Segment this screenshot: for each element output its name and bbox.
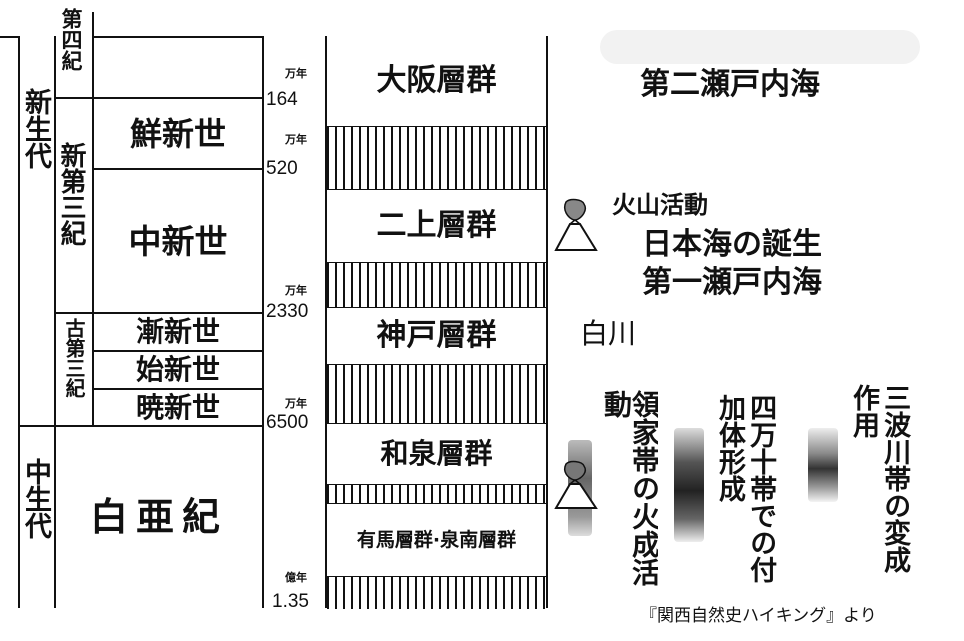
rule-top-left — [0, 36, 18, 38]
source-caption: 『関西自然史ハイキング』より — [640, 606, 877, 626]
activity-bar — [808, 428, 838, 502]
event-first-seto: 第一瀬戸内海 — [642, 265, 822, 300]
rule-oligocene-bottom — [92, 350, 262, 352]
unconformity-band — [327, 576, 546, 609]
period-quaternary: 第四紀 — [59, 8, 83, 71]
rule-era-boundary — [18, 425, 262, 427]
rule-era-left — [18, 36, 20, 608]
volcano-icon — [554, 460, 598, 509]
era-cenozoic: 新生代 — [20, 88, 51, 169]
event-shirakawa: 白川 — [580, 317, 637, 350]
period-neogene: 新第三紀 — [56, 142, 86, 246]
rule-period-right — [92, 12, 94, 427]
epoch-paleocene: 暁新世 — [135, 390, 220, 424]
event-volcanic: 火山活動 — [612, 191, 708, 219]
age-value: 520 — [266, 158, 298, 179]
group-arima-sennan: 有馬層群·泉南層群 — [356, 528, 517, 551]
epoch-eocene: 始新世 — [135, 353, 220, 386]
group-nijo: 二上層群 — [376, 208, 497, 243]
rule-neogene-bottom — [54, 312, 262, 314]
rule-time-left — [262, 36, 264, 608]
event-ryoke: 領家帯の火成活動 — [602, 390, 658, 586]
age-value: 164 — [266, 89, 298, 110]
event-shimanto: 四万十帯での付加体形成 — [714, 394, 777, 583]
age-unit: 万年 — [285, 284, 307, 297]
rule-pliocene-bottom — [92, 168, 262, 170]
age-unit: 万年 — [285, 133, 307, 146]
epoch-oligocene: 漸新世 — [135, 315, 220, 348]
period-cretaceous: 白亜紀 — [90, 495, 229, 539]
activity-bar — [674, 428, 704, 542]
group-osaka: 大阪層群 — [376, 63, 497, 98]
age-value: 6500 — [266, 412, 309, 433]
rule-eocene-bottom — [92, 388, 262, 390]
rule-top-epoch — [92, 36, 262, 38]
event-second-seto: 第二瀬戸内海 — [640, 67, 820, 102]
age-unit: 万年 — [285, 67, 307, 80]
period-paleogene: 古第三紀 — [62, 318, 86, 398]
group-izumi: 和泉層群 — [380, 437, 493, 470]
group-kobe: 神戸層群 — [376, 318, 497, 353]
event-sea-of-japan: 日本海の誕生 — [642, 227, 822, 262]
age-unit: 万年 — [285, 397, 307, 410]
unconformity-band — [327, 364, 546, 424]
age-value: 1.35 — [272, 591, 309, 612]
epoch-pliocene: 鮮新世 — [129, 114, 226, 153]
scan-blob — [600, 30, 920, 64]
era-mesozoic: 中生代 — [20, 458, 51, 539]
age-value: 2330 — [266, 301, 309, 322]
volcano-icon — [554, 198, 598, 251]
rule-strata-left — [325, 36, 327, 608]
age-unit: 億年 — [285, 571, 307, 584]
unconformity-band — [327, 262, 546, 308]
event-sanbagawa: 三波川帯の変成作用 — [848, 384, 911, 573]
epoch-miocene: 中新世 — [128, 221, 228, 261]
rule-era-right — [54, 36, 56, 608]
unconformity-band — [327, 484, 546, 504]
rule-strata-right — [546, 36, 548, 608]
unconformity-band — [327, 126, 546, 190]
rule-quaternary-bottom — [54, 97, 262, 99]
